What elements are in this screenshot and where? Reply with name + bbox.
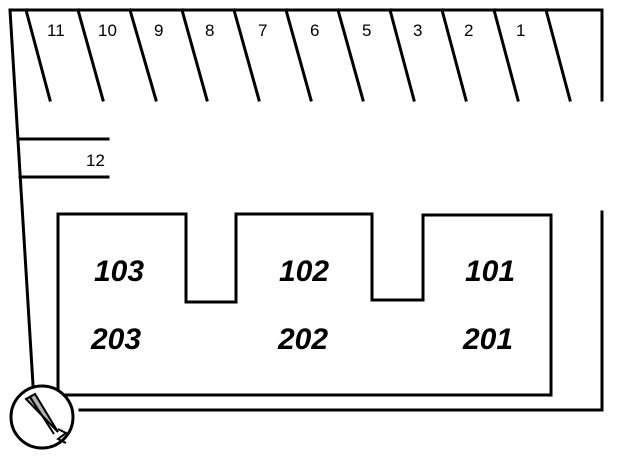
- stall-label-11: 11: [47, 21, 65, 40]
- unit-101-label: 101: [465, 255, 515, 288]
- lot-boundary: [8, 8, 604, 412]
- building-outline: [56, 212, 553, 397]
- stall-label-5: 5: [362, 21, 371, 40]
- stall-label-6: 6: [310, 21, 319, 40]
- unit-102-label: 102: [279, 255, 329, 288]
- stall-label-9: 9: [154, 21, 163, 40]
- unit-203-label: 203: [90, 323, 141, 356]
- parking-stall-dividers: [24, 8, 572, 102]
- unit-202-label: 202: [277, 323, 328, 356]
- compass-icon: [9, 384, 75, 450]
- stall-label-1: 1: [516, 21, 525, 40]
- unit-201-label: 201: [462, 323, 513, 356]
- parking-stall-labels: 11 10 9 8 7 6 5 3 2 1: [47, 21, 525, 40]
- stall-label-3: 3: [413, 21, 422, 40]
- stall-label-7: 7: [258, 21, 267, 40]
- stall-label-10: 10: [98, 21, 117, 40]
- stall-label-2: 2: [464, 21, 473, 40]
- stall-label-8: 8: [205, 21, 214, 40]
- unit-labels: 103 102 101 203 202 201: [90, 255, 515, 356]
- stall-label-12: 12: [86, 151, 105, 170]
- unit-103-label: 103: [94, 255, 144, 288]
- side-parking-stall: 12: [18, 137, 110, 179]
